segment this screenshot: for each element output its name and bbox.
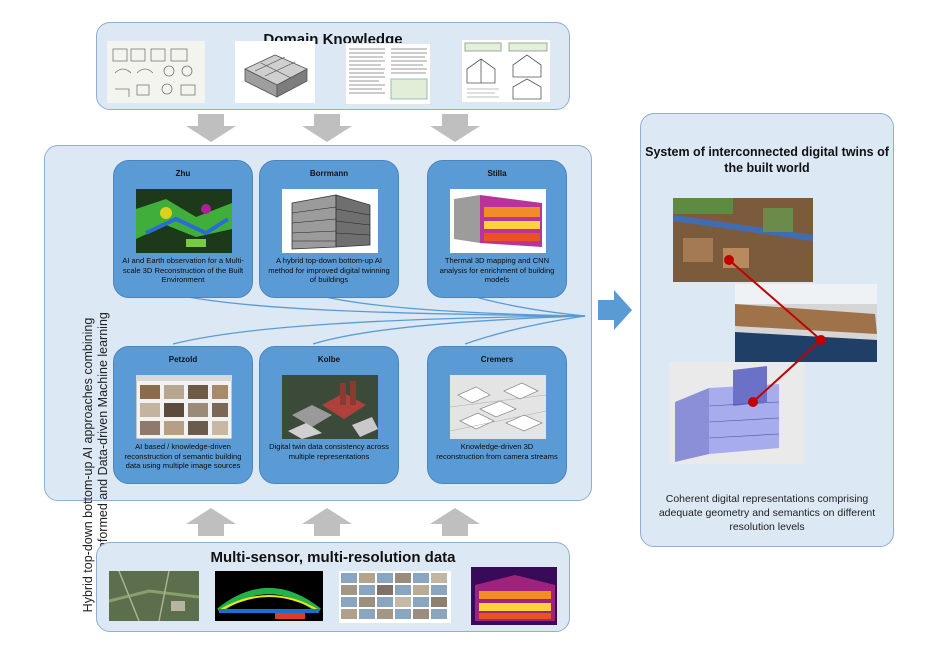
digital-twins-panel: System of interconnected digital twins o… — [640, 113, 894, 547]
card-description: AI based / knowledge-driven reconstructi… — [124, 442, 242, 470]
thermal-image-thumbnail — [471, 567, 557, 625]
down-arrow-1 — [186, 114, 236, 142]
down-arrow-3 — [430, 114, 480, 142]
card-title: Kolbe — [317, 355, 341, 364]
card-description: Thermal 3D mapping and CNN analysis for … — [439, 256, 555, 284]
sensor-data-panel: Multi-sensor, multi-resolution data — [96, 542, 570, 632]
card-cremers: Cremers Knowledge-driven 3D reconstructi… — [427, 346, 567, 484]
earth-observation-image — [136, 189, 232, 253]
card-title: Cremers — [480, 355, 514, 364]
card-stilla: Stilla Thermal 3D mapping and CNN analys… — [427, 160, 567, 298]
document-thumbnail — [345, 43, 431, 105]
down-arrow-2 — [302, 114, 352, 142]
floorplan-thumbnail — [107, 41, 205, 103]
city-model-image — [282, 375, 378, 439]
up-arrow-3 — [430, 508, 480, 536]
approaches-panel: Hybrid top-down bottom-up AI approaches … — [44, 145, 592, 618]
right-arrow — [598, 290, 632, 330]
aerial-map-thumbnail — [109, 571, 199, 621]
domain-knowledge-panel: Domain Knowledge — [96, 22, 570, 110]
thermal-facade-image — [450, 189, 546, 253]
building-model-thumbnail — [235, 41, 315, 103]
card-zhu: Zhu AI and Earth observation for a Multi… — [113, 160, 253, 298]
twin-link-lines — [724, 255, 826, 407]
digital-twins-title: System of interconnected digital twins o… — [645, 145, 889, 175]
sensor-data-title: Multi-sensor, multi-resolution data — [210, 549, 456, 566]
card-kolbe: Kolbe Digital twin data consistency acro… — [259, 346, 399, 484]
card-description: Knowledge-driven 3D reconstruction from … — [436, 442, 558, 461]
building-twin-image — [282, 189, 378, 253]
card-title: Zhu — [175, 169, 191, 178]
card-description: AI and Earth observation for a Multi-sca… — [122, 256, 244, 284]
card-title: Borrmann — [309, 169, 349, 178]
3d-reconstruction-image — [450, 375, 546, 439]
up-arrow-2 — [302, 508, 352, 536]
lidar-bridge-thumbnail — [215, 571, 323, 621]
house-schematic-thumbnail — [461, 39, 551, 103]
card-title: Petzold — [168, 355, 198, 364]
city-view-image — [673, 198, 813, 282]
riverfront-image — [735, 284, 877, 362]
building-bim-image — [669, 362, 805, 464]
card-description: A hybrid top-down bottom-up AI method fo… — [268, 256, 390, 284]
card-title: Stilla — [487, 169, 507, 178]
card-borrmann: Borrmann A hybrid top-down bottom-up AI … — [259, 160, 399, 298]
card-description: Digital twin data consistency across mul… — [269, 442, 389, 461]
digital-twins-caption: Coherent digital representations compris… — [658, 493, 876, 533]
image-collection-thumbnail — [339, 571, 451, 623]
image-sources-screenshot — [136, 375, 232, 439]
card-petzold: Petzold AI based / knowledge-driven reco… — [113, 346, 253, 484]
up-arrow-1 — [186, 508, 236, 536]
